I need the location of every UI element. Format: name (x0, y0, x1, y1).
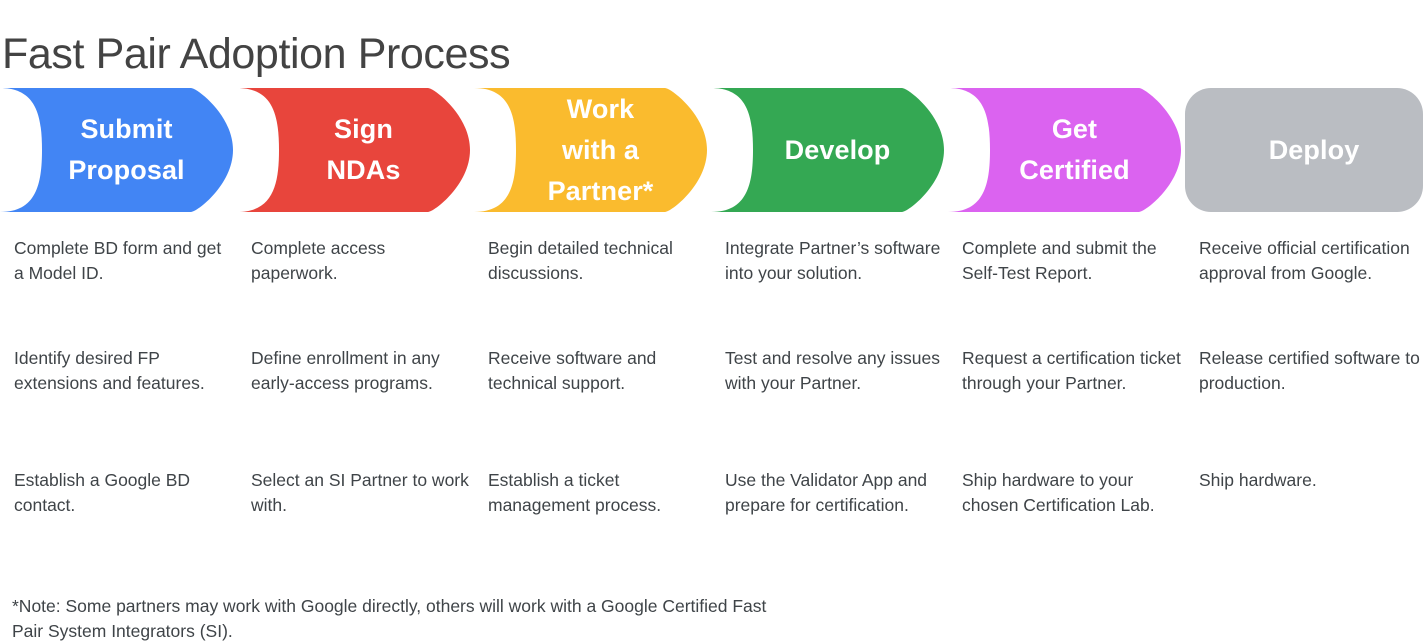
process-step-3[interactable]: Work with a Partner* (474, 88, 707, 212)
process-chevron-band: Submit Proposal Sign NDAs Work with a Pa… (0, 88, 1423, 212)
detail-item: Receive software and technical support. (488, 348, 657, 393)
chevron-shape-icon (711, 88, 944, 212)
process-step-5-label: Get Certified (1019, 114, 1130, 185)
process-detail-columns: Complete BD form and get a Model ID. Ide… (0, 236, 1423, 546)
detail-item: Ship hardware to your chosen Certificati… (962, 470, 1155, 515)
chevron-shape-icon (0, 88, 233, 212)
detail-item: Request a certification ticket through y… (962, 348, 1181, 393)
process-step-3-label: Work with a Partner* (547, 93, 654, 206)
chevron-shape-icon (237, 88, 470, 212)
detail-item: Integrate Partner’s software into your s… (725, 238, 941, 283)
detail-item: Begin detailed technical discussions. (488, 238, 673, 283)
detail-item: Establish a ticket management process. (488, 470, 662, 515)
process-step-1-label: Submit Proposal (68, 114, 185, 185)
detail-item: Define enrollment in any early-access pr… (251, 348, 440, 393)
detail-item: Complete and submit the Self-Test Report… (962, 238, 1157, 283)
footnote-note: *Note: Some partners may work with Googl… (12, 595, 767, 641)
detail-item: Complete BD form and get a Model ID. (14, 238, 222, 283)
process-step-2[interactable]: Sign NDAs (237, 88, 470, 212)
process-step-2-label: Sign NDAs (326, 114, 401, 185)
detail-item: Complete access paperwork. (251, 238, 386, 283)
detail-item: Ship hardware. (1199, 470, 1317, 490)
process-step-1[interactable]: Submit Proposal (0, 88, 233, 212)
process-step-4[interactable]: Develop (711, 88, 944, 212)
chevron-shape-icon (1185, 88, 1423, 212)
process-step-6[interactable]: Deploy (1185, 88, 1423, 212)
process-step-6-label: Deploy (1268, 134, 1360, 165)
chevron-shape-icon (948, 88, 1181, 212)
detail-item: Use the Validator App and prepare for ce… (725, 470, 928, 515)
detail-item: Receive official certification approval … (1199, 238, 1410, 283)
page-title: Fast Pair Adoption Process (2, 29, 511, 78)
detail-item: Establish a Google BD contact. (14, 470, 191, 515)
detail-item: Release certified software to production… (1199, 348, 1420, 393)
process-step-4-label: Develop (784, 134, 891, 165)
detail-item: Test and resolve any issues with your Pa… (725, 348, 940, 393)
detail-item: Select an SI Partner to work with. (251, 470, 469, 515)
process-step-5[interactable]: Get Certified (948, 88, 1181, 212)
chevron-shape-icon (474, 88, 707, 212)
detail-item: Identify desired FP extensions and featu… (14, 348, 205, 393)
